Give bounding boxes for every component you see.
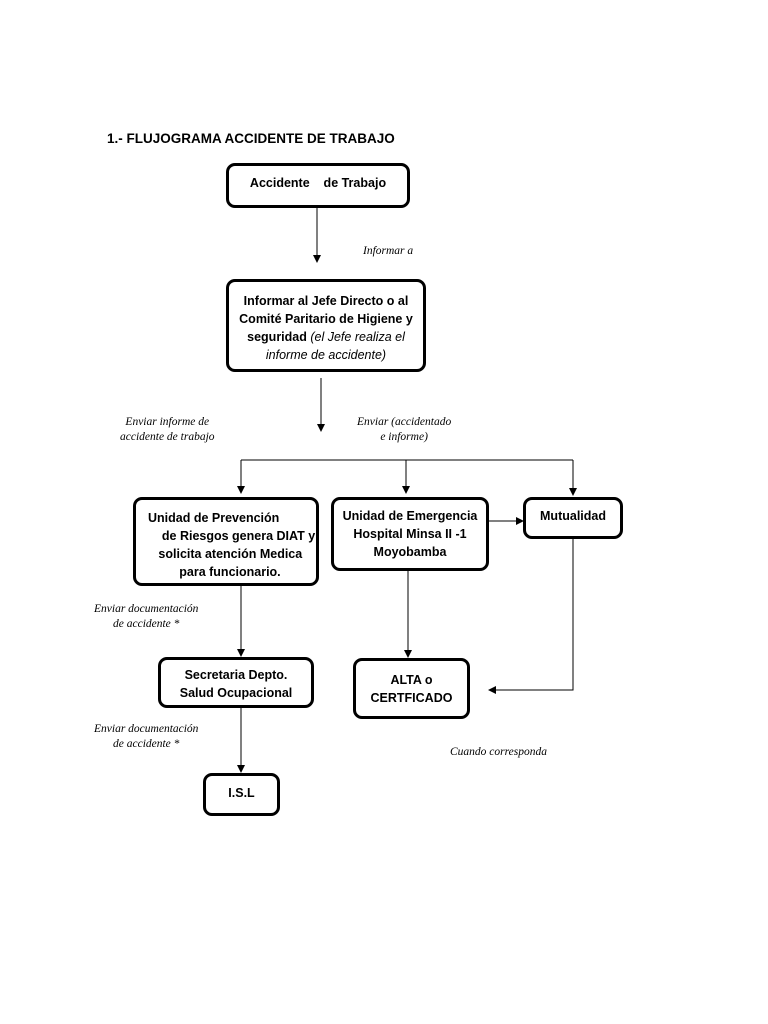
arrow-mutualidad-to-alta	[488, 539, 574, 694]
node-mutualidad: Mutualidad	[523, 497, 623, 539]
node-label: Salud Ocupacional	[179, 686, 293, 700]
node-label: ALTA o	[390, 673, 433, 687]
label-text: Cuando corresponda	[450, 746, 548, 758]
label-enviar-documentacion-2: Enviar documentación de accidente *	[94, 722, 198, 752]
node-label: solicita atención Medica	[148, 547, 303, 561]
label-text: e informe)	[380, 431, 428, 443]
node-label: CERTFICADO	[370, 691, 453, 705]
node-label: para funcionario.	[148, 565, 281, 579]
node-isl: I.S.L	[203, 773, 280, 816]
label-text: Informar a	[363, 245, 414, 257]
node-unidad-emergencia: Unidad de Emergencia Hospital Minsa II -…	[331, 497, 489, 571]
node-label: Moyobamba	[373, 545, 447, 559]
label-informar-a: Informar a	[363, 244, 413, 259]
label-text: de accidente *	[113, 738, 180, 750]
node-informar-jefe: Informar al Jefe Directo o al Comité Par…	[226, 279, 426, 372]
node-label-italic: (el Jefe realiza el	[306, 330, 405, 344]
node-label: Accidente de Trabajo	[249, 176, 387, 190]
node-label: informe de accidente)	[229, 346, 423, 364]
node-label: Secretaria Depto.	[184, 668, 288, 682]
label-cuando-corresponda: Cuando corresponda	[450, 745, 547, 760]
node-label: Unidad de Emergencia	[342, 509, 478, 523]
node-unidad-prevencion: Unidad de Prevención de Riesgos genera D…	[133, 497, 319, 586]
node-label: Comité Paritario de Higiene y	[239, 312, 413, 326]
node-label: seguridad (el Jefe realiza el	[229, 328, 423, 346]
label-text: Enviar informe de	[125, 416, 210, 428]
label-enviar-accidentado: Enviar (accidentado e informe)	[357, 415, 451, 445]
node-label: de Riesgos genera DIAT y	[148, 529, 316, 543]
label-text: accidente de trabajo	[120, 431, 215, 443]
label-enviar-documentacion-1: Enviar documentación de accidente *	[94, 602, 198, 632]
label-text: Enviar documentación	[94, 723, 199, 735]
node-label-bold: seguridad	[247, 330, 307, 344]
node-label-italic: informe de accidente)	[265, 348, 387, 362]
page-title: 1.- FLUJOGRAMA ACCIDENTE DE TRABAJO	[107, 131, 395, 146]
label-text: Enviar documentación	[94, 603, 199, 615]
node-label: I.S.L	[228, 786, 255, 800]
node-secretaria: Secretaria Depto. Salud Ocupacional	[158, 657, 314, 708]
node-accidente-de-trabajo: Accidente de Trabajo	[226, 163, 410, 208]
node-label: Mutualidad	[540, 509, 606, 523]
node-label: Hospital Minsa II -1	[353, 527, 467, 541]
label-enviar-informe: Enviar informe de accidente de trabajo	[120, 415, 215, 445]
label-text: de accidente *	[113, 618, 180, 630]
node-label: Unidad de Prevención	[148, 511, 280, 525]
node-alta-certificado: ALTA o CERTFICADO	[353, 658, 470, 719]
label-text: Enviar (accidentado	[357, 416, 452, 428]
node-label: Informar al Jefe Directo o al	[243, 294, 409, 308]
